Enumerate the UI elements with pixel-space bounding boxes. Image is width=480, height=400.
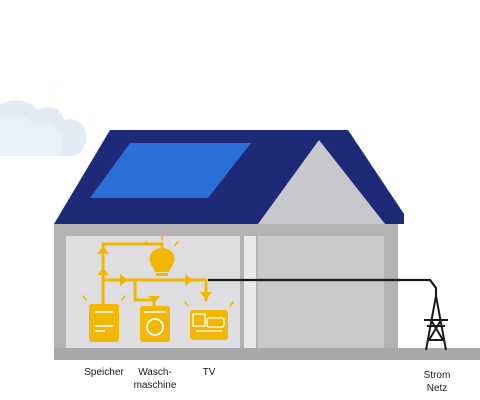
solar-panel-icon bbox=[90, 143, 251, 198]
washer-label-line2: maschine bbox=[133, 380, 177, 391]
washing-machine-icon bbox=[140, 306, 170, 342]
light-bulb-icon bbox=[145, 235, 179, 276]
energy-flow-arrows bbox=[97, 246, 212, 304]
tv-icon bbox=[184, 301, 234, 340]
grid-label-line1: Strom bbox=[423, 370, 451, 381]
battery-storage-icon bbox=[82, 295, 126, 342]
power-pylon-icon bbox=[424, 295, 448, 351]
tv-label: TV bbox=[202, 367, 216, 378]
gable bbox=[258, 140, 385, 224]
house-interior-right bbox=[258, 236, 384, 350]
washer-label: Wasch- maschine bbox=[124, 366, 186, 392]
cloud-icon bbox=[0, 100, 87, 156]
ground bbox=[54, 348, 480, 360]
washer-label-line1: Wasch- bbox=[138, 367, 172, 378]
grid-label-line2: Netz bbox=[426, 383, 448, 394]
grid-label: Strom Netz bbox=[412, 369, 462, 395]
storage-label: Speicher bbox=[84, 367, 124, 378]
grid-connection-line bbox=[208, 278, 438, 300]
